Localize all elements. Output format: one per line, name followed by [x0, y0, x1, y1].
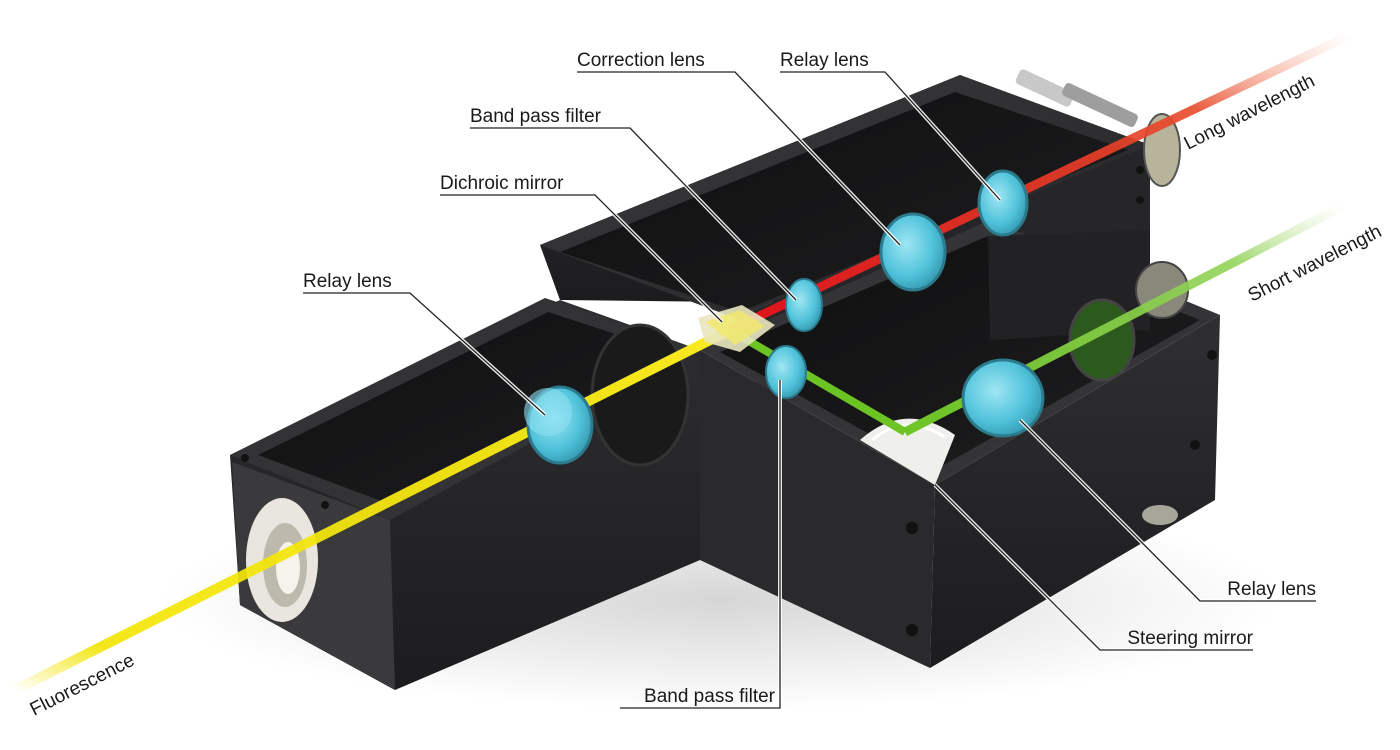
leader-band-pass-filter-bottom [620, 380, 781, 709]
leader-relay-lens-left [303, 292, 546, 416]
leader-lines [303, 70, 1316, 710]
connector-fitting [1015, 69, 1138, 127]
label-correction-lens: Correction lens [577, 50, 705, 71]
leader-relay-lens-top [780, 71, 1001, 201]
correction-lens-element [879, 212, 947, 292]
band-pass-filter-top-element [785, 278, 823, 332]
steering-mirror-element [860, 418, 955, 485]
leader-steering-mirror [934, 484, 1253, 651]
relay-lens-top-element [977, 169, 1029, 237]
label-dichroic-mirror: Dichroic mirror [440, 173, 564, 194]
relay-lens-left-element [524, 385, 594, 465]
band-pass-filter-bottom-element [765, 345, 807, 399]
center-cube-housing [700, 220, 1220, 668]
label-band-pass-filter-bottom: Band pass filter [644, 686, 776, 707]
label-relay-lens-top: Relay lens [780, 50, 869, 71]
leader-band-pass-filter-top [470, 127, 797, 301]
leader-correction-lens [577, 71, 901, 246]
label-steering-mirror: Steering mirror [1127, 628, 1253, 649]
label-band-pass-filter-top: Band pass filter [470, 106, 602, 127]
label-relay-lens-right: Relay lens [1227, 579, 1316, 600]
fluorescence-beam [10, 325, 735, 695]
long-wavelength-beam [728, 30, 1352, 335]
leader-relay-lens-right [1019, 419, 1316, 602]
label-short-wavelength: Short wavelength [1245, 221, 1385, 306]
label-relay-lens-left: Relay lens [303, 271, 392, 292]
leader-dichroic-mirror [440, 194, 723, 323]
relay-lens-right-element [961, 358, 1045, 438]
screws [241, 166, 1217, 636]
short-wavelength-beam-internal [727, 326, 908, 436]
